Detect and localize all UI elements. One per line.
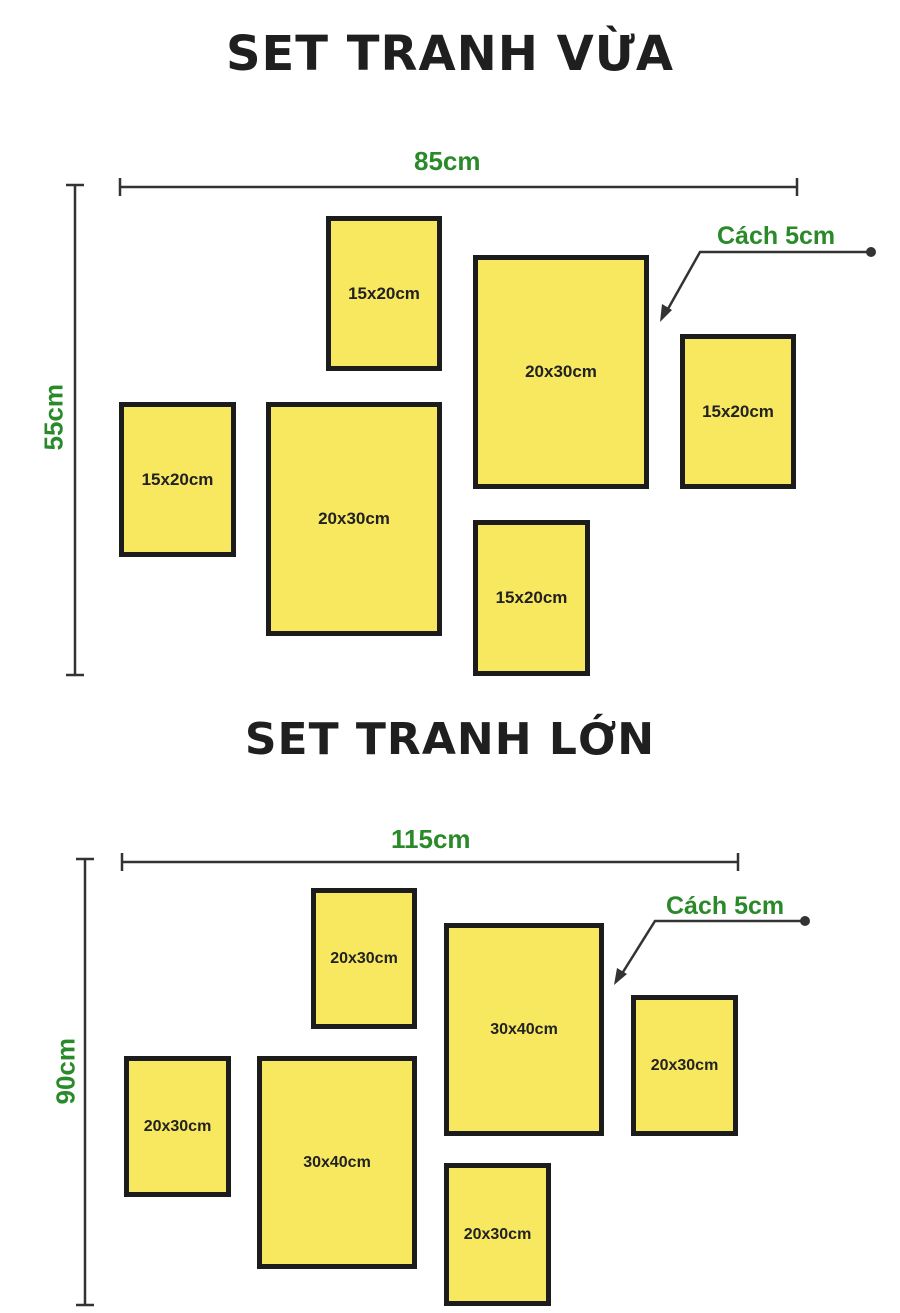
spacing-arrow-1 xyxy=(662,250,870,317)
height-label-large: 90cm xyxy=(50,1038,81,1105)
frame-size-label: 20x30cm xyxy=(650,1056,719,1074)
frame-medium-left: 15x20cm xyxy=(119,402,236,557)
frame-size-label: 15x20cm xyxy=(495,588,568,607)
frame-size-label: 15x20cm xyxy=(141,469,214,489)
frame-medium-top-center: 15x20cm xyxy=(326,216,442,371)
frame-large-left-large: 30x40cm xyxy=(257,1056,417,1269)
frame-size-label: 20x30cm xyxy=(318,509,390,528)
frame-medium-bottom: 15x20cm xyxy=(473,520,590,676)
frame-large-bottom: 20x30cm xyxy=(444,1163,551,1306)
frame-medium-center-large: 20x30cm xyxy=(473,255,649,489)
frame-size-label: 20x30cm xyxy=(143,1117,212,1135)
frame-medium-left-large: 20x30cm xyxy=(266,402,442,636)
frame-size-label: 30x40cm xyxy=(303,1153,371,1171)
spacing-label-large: Cách 5cm xyxy=(666,892,785,920)
frame-size-label: 20x30cm xyxy=(463,1225,532,1243)
frame-size-label: 30x40cm xyxy=(490,1020,558,1038)
frame-size-label: 15x20cm xyxy=(348,283,420,303)
width-label-medium: 85cm xyxy=(414,146,481,176)
frame-large-top-center: 20x30cm xyxy=(311,888,417,1029)
width-label-large: 115cm xyxy=(391,824,471,854)
spacing-label-medium: Cách 5cm xyxy=(717,222,836,250)
set-title-large: SET TRANH LỚN xyxy=(244,714,656,765)
frame-size-label: 15x20cm xyxy=(702,401,774,421)
frame-large-left: 20x30cm xyxy=(124,1056,231,1197)
spacing-arrow-2 xyxy=(616,919,805,981)
frame-size-label: 20x30cm xyxy=(525,362,597,381)
frame-medium-right: 15x20cm xyxy=(680,334,796,489)
frame-large-center-large: 30x40cm xyxy=(444,923,604,1136)
set-title-medium: SET TRANH VỪA xyxy=(225,26,675,82)
height-label-medium: 55cm xyxy=(38,384,69,451)
frame-size-label: 20x30cm xyxy=(330,949,398,967)
frame-large-right: 20x30cm xyxy=(631,995,738,1136)
